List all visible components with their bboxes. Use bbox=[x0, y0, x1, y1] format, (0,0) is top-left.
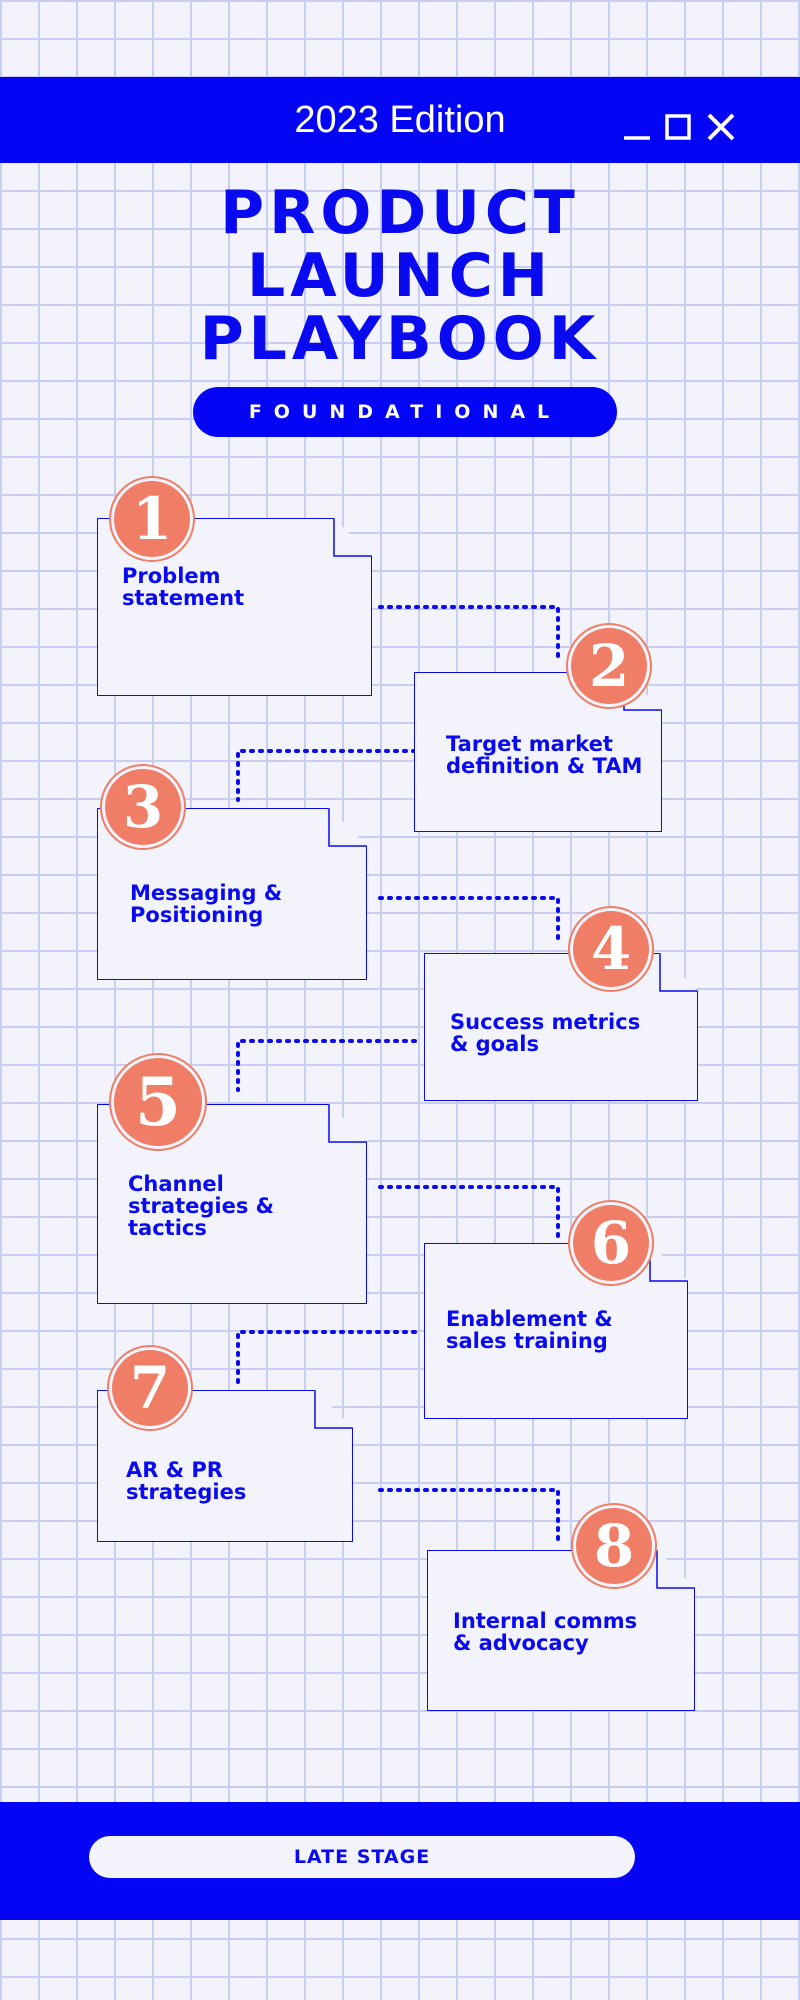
stage-pill-foundational: FOUNDATIONAL bbox=[193, 387, 617, 437]
page-fold-icon bbox=[659, 954, 697, 992]
title-line-1: PRODUCT bbox=[220, 178, 580, 248]
page-fold-icon bbox=[314, 1391, 352, 1429]
step-label: Enablement &sales training bbox=[446, 1307, 613, 1353]
step-number-badge: 5 bbox=[114, 1058, 202, 1146]
step-label: Success metrics& goals bbox=[450, 1010, 641, 1056]
step-label: Internal comms& advocacy bbox=[453, 1609, 638, 1655]
step-number-badge: 2 bbox=[571, 628, 647, 704]
step-number-badge: 4 bbox=[573, 911, 649, 987]
step-number-badge: 3 bbox=[105, 769, 181, 845]
step-number-badge: 7 bbox=[112, 1350, 188, 1426]
page-fold-icon bbox=[328, 1105, 366, 1143]
card-body bbox=[424, 1243, 688, 1419]
step-number-badge: 8 bbox=[576, 1508, 652, 1584]
maximize-icon[interactable] bbox=[664, 112, 694, 142]
stage-pill-late-stage: LATE STAGE bbox=[89, 1836, 635, 1878]
title-line-3: PLAYBOOK bbox=[199, 304, 601, 374]
page-fold-icon bbox=[333, 519, 371, 557]
title-line-2: LAUNCH bbox=[246, 241, 553, 311]
step-number-badge: 6 bbox=[573, 1205, 649, 1281]
edition-label: 2023 Edition bbox=[294, 99, 506, 141]
page-fold-icon bbox=[649, 1244, 687, 1282]
close-icon[interactable] bbox=[706, 112, 736, 142]
card-body bbox=[427, 1550, 695, 1711]
card-body bbox=[424, 953, 698, 1101]
step-label: Messaging &Positioning bbox=[130, 881, 283, 927]
minimize-icon[interactable] bbox=[622, 112, 652, 142]
page-fold-icon bbox=[328, 809, 366, 847]
step-number-badge: 1 bbox=[114, 481, 190, 557]
page-fold-icon bbox=[656, 1551, 694, 1589]
